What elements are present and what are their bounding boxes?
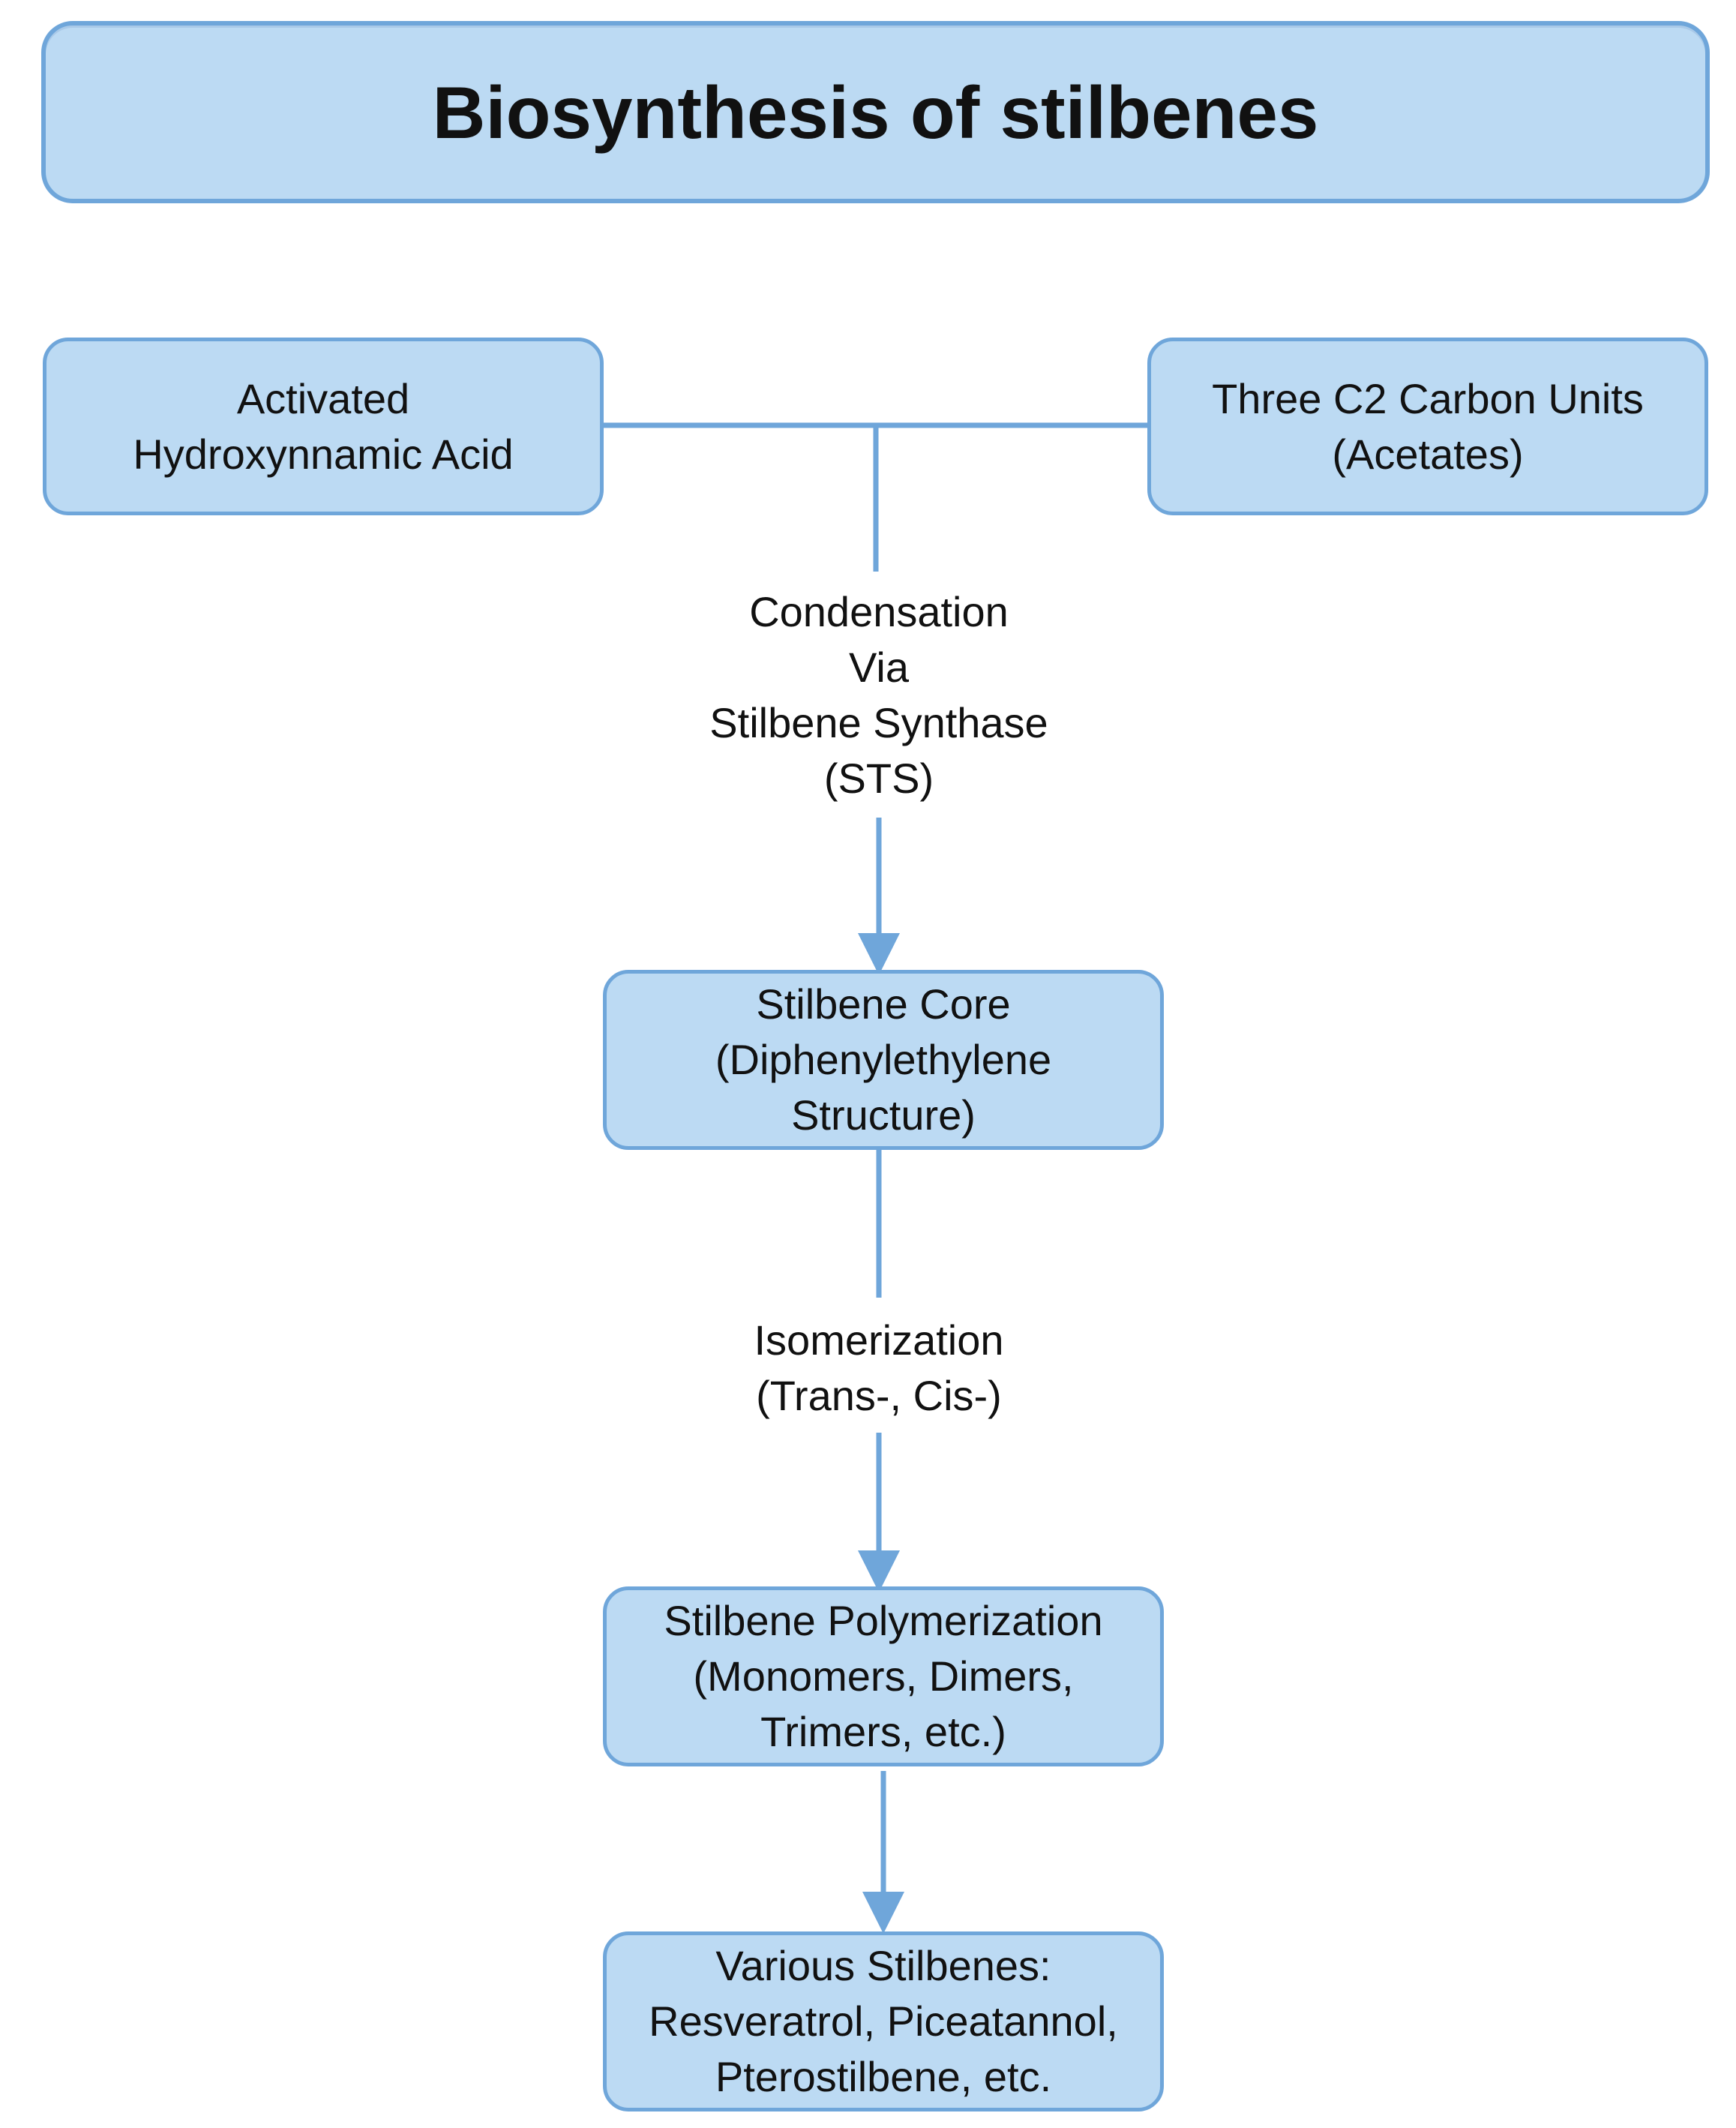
node-text-line: Activated <box>236 374 410 422</box>
node-text-line: Pterostilbene, etc. <box>715 2053 1052 2100</box>
node-text-line: Structure) <box>791 1091 976 1139</box>
edge-label-line: Isomerization <box>754 1316 1004 1364</box>
edge-label-condensation: Condensation Via Stilbene Synthase (STS) <box>650 584 1108 806</box>
diagram-title: Biosynthesis of stilbenes <box>432 71 1319 154</box>
node-text-line: Resveratrol, Piceatannol, <box>649 1997 1118 2045</box>
edge-label-line: (Trans-, Cis-) <box>756 1372 1002 1419</box>
node-carbon-units: Three C2 Carbon Units (Acetates) <box>1147 338 1708 515</box>
node-activated-acid: Activated Hydroxynnamic Acid <box>43 338 604 515</box>
node-text-line: Trimers, etc.) <box>760 1708 1006 1755</box>
node-text-line: (Diphenylethylene <box>715 1036 1052 1083</box>
edge-label-line: Stilbene Synthase <box>709 699 1048 746</box>
node-text-line: Hydroxynnamic Acid <box>133 430 514 478</box>
node-text-line: Three C2 Carbon Units <box>1212 374 1644 422</box>
edge-label-isomerization: Isomerization (Trans-, Cis-) <box>650 1313 1108 1424</box>
edge-label-line: Via <box>849 644 909 691</box>
node-various-stilbenes: Various Stilbenes: Resveratrol, Piceatan… <box>603 1931 1164 2111</box>
title-box: Biosynthesis of stilbenes <box>41 21 1710 203</box>
edge-label-line: Condensation <box>749 588 1009 635</box>
node-text-line: Stilbene Polymerization <box>664 1597 1103 1644</box>
node-text-line: Stilbene Core <box>756 980 1011 1028</box>
edge-label-line: (STS) <box>823 755 934 802</box>
node-text-line: (Acetates) <box>1332 430 1524 478</box>
node-text-line: Various Stilbenes: <box>715 1942 1051 1989</box>
node-text-line: (Monomers, Dimers, <box>693 1652 1074 1700</box>
node-stilbene-core: Stilbene Core (Diphenylethylene Structur… <box>603 970 1164 1150</box>
node-polymerization: Stilbene Polymerization (Monomers, Dimer… <box>603 1586 1164 1766</box>
